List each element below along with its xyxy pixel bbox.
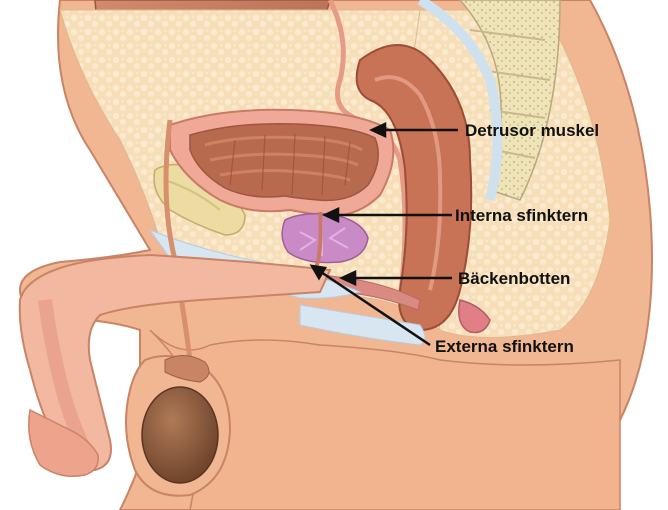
testis [142, 387, 218, 483]
label-internal-sphincter: Interna sfinktern [455, 206, 588, 225]
label-pelvic-floor: Bäckenbotten [458, 269, 570, 288]
label-external-sphincter: Externa sfinktern [435, 337, 574, 356]
label-detrusor: Detrusor muskel [465, 121, 599, 140]
